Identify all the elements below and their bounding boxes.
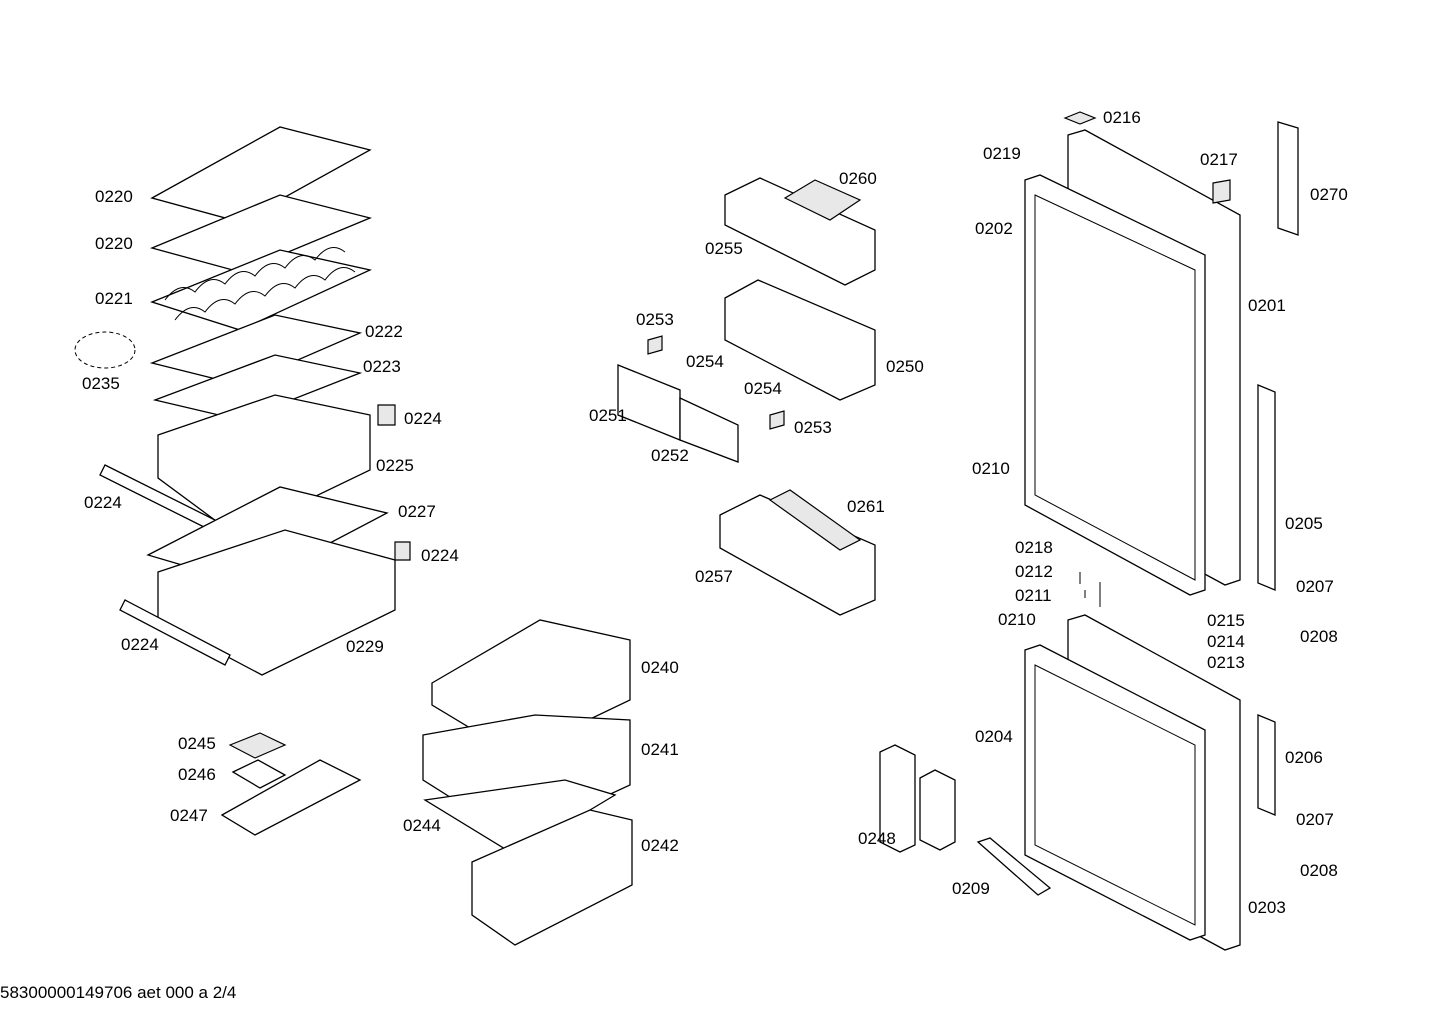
part-label: 0210 [998,610,1036,629]
part-label: 0204 [975,727,1013,746]
shelf-cover-0223 [152,354,363,421]
hinge-cover-0270 [1277,121,1299,236]
part-label: 0225 [376,456,414,475]
cold-pack-0248-b [919,769,956,851]
part-label: 0202 [975,219,1013,238]
part-label: 0227 [398,502,436,521]
part-label: 0224 [404,409,442,428]
part-label: 0219 [983,144,1021,163]
part-label: 0242 [641,836,679,855]
glass-shelf-0222 [149,314,363,386]
tray-0247 [220,759,362,836]
part-label: 0251 [589,406,627,425]
part-label: 0257 [695,567,733,586]
part-label: 0209 [952,879,990,898]
strip-0209 [976,837,1052,896]
part-label: 0217 [1200,150,1238,169]
door-gasket-0202 [1024,174,1206,596]
part-label: 0250 [886,357,924,376]
part-label: 0223 [363,357,401,376]
part-label: 0252 [651,446,689,465]
part-label: 0207 [1296,810,1334,829]
egg-tray-0246 [231,759,287,789]
bottle-retainer-0261 [768,489,862,551]
part-label: 0253 [794,418,832,437]
part-label: 0214 [1207,632,1245,651]
part-label: 0261 [847,497,885,516]
part-label: 0208 [1300,861,1338,880]
part-label: 0220 [95,187,133,206]
part-label: 0224 [121,635,159,654]
part-label: 0212 [1015,562,1053,581]
drawer-0242 [471,809,633,946]
detail-circle-0235 [74,331,136,369]
part-label: 0213 [1207,653,1245,672]
part-label: 0260 [839,169,877,188]
rail-0224-b [119,599,231,666]
part-label: 0221 [95,289,133,308]
part-label: 0253 [636,310,674,329]
part-label: 0203 [1248,898,1286,917]
cold-pack-0248-a [879,744,916,853]
door-bin-0255 [724,177,876,286]
part-label: 0254 [686,352,724,371]
part-label: 0255 [705,239,743,258]
door-bin-0250 [724,279,876,401]
part-label: 0229 [346,637,384,656]
part-label: 0248 [858,829,896,848]
crisper-drawer-0225 [157,394,371,536]
part-label: 0206 [1285,748,1323,767]
part-label: 0235 [82,374,120,393]
part-label: 0224 [421,546,459,565]
egg-holder-0260 [783,179,862,221]
flap-0252 [679,396,739,463]
part-label: 0245 [178,734,216,753]
document-footer-id: 58300000149706 aet 000 a 2/4 [0,983,237,1002]
part-label: 0220 [95,234,133,253]
part-label: 0240 [641,658,679,677]
part-label: 0254 [744,379,782,398]
part-label: 0207 [1296,577,1334,596]
part-label: 0216 [1103,108,1141,127]
door-gasket-0204 [1024,644,1206,941]
part-label: 0215 [1207,611,1245,630]
part-label: 0201 [1248,296,1286,315]
part-label: 0224 [84,493,122,512]
glass-shelf-0220-a [150,126,372,223]
part-label: 0211 [1015,586,1052,605]
door-bin-0257 [719,494,876,616]
part-label: 0218 [1015,538,1053,557]
part-label: 0247 [170,806,208,825]
bottle-rack-0221 [150,249,373,331]
part-label: 0244 [403,816,441,835]
glass-shelf-0220-b [149,194,373,273]
part-label: 0210 [972,459,1010,478]
flap-0251 [617,364,681,441]
handle-0205 [1257,384,1276,591]
part-label: 0205 [1285,514,1323,533]
part-label: 0241 [641,740,679,759]
cover-0245 [228,732,287,759]
cap-0216 [1063,111,1097,125]
handle-0206 [1257,714,1276,816]
part-label: 0208 [1300,627,1338,646]
part-label: 0270 [1310,185,1348,204]
part-label: 0246 [178,765,216,784]
wire-shelf-0244 [423,779,617,856]
part-label: 0222 [365,322,403,341]
cover-0217 [1212,179,1231,204]
